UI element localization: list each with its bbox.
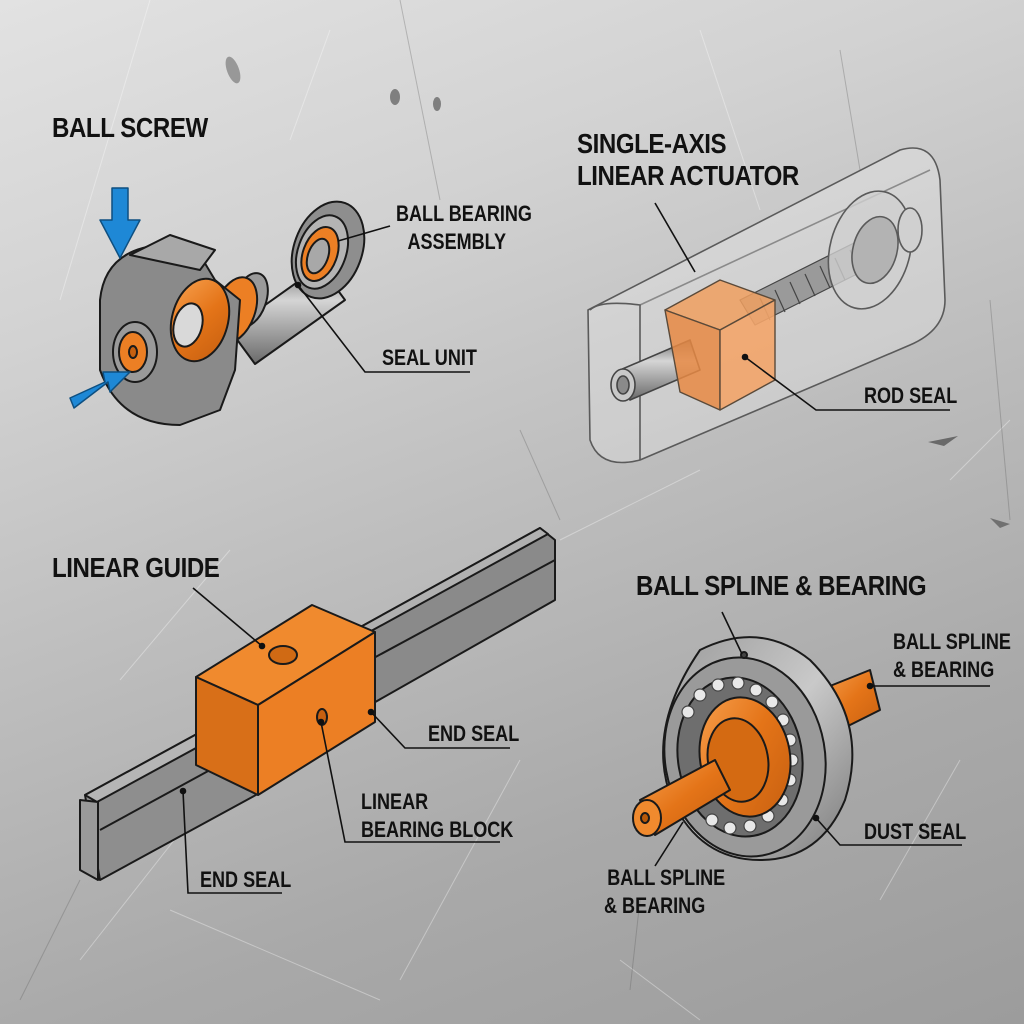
linear-guide-callout-lines: [179, 587, 510, 894]
linear-guide-illustration: [79, 527, 556, 881]
ball-spline-bottom-label: BALL SPLINE & BEARING: [604, 864, 725, 919]
linear-guide-title: LINEAR GUIDE: [52, 552, 220, 583]
linear-actuator-title: SINGLE-AXIS LINEAR ACTUATOR: [577, 128, 799, 192]
ball-spline-right-label: BALL SPLINE & BEARING: [893, 628, 1011, 683]
seal-unit-label: SEAL UNIT: [382, 345, 477, 370]
dust-seal-label: DUST SEAL: [864, 819, 967, 844]
linear-actuator-title-line-1: SINGLE-AXIS: [577, 128, 727, 159]
linear-bearing-block-label-line-2: BEARING BLOCK: [361, 816, 514, 842]
ball-spline-right-label-line-2: & BEARING: [893, 656, 995, 682]
ball-bearing-assembly-label-line-1: BALL BEARING: [396, 201, 532, 226]
end-seal-right-label: END SEAL: [428, 721, 520, 746]
linear-actuator-illustration: [587, 147, 946, 464]
ball-spline-right-label-line-1: BALL SPLINE: [893, 629, 1011, 654]
linear-actuator-title-line-2: LINEAR ACTUATOR: [577, 160, 799, 192]
ball-screw-callout-lines: [294, 225, 470, 373]
ball-spline-title: BALL SPLINE & BEARING: [636, 570, 927, 601]
actuator-callout-lines: [654, 202, 950, 411]
end-seal-left-label: END SEAL: [200, 867, 292, 892]
ball-bearing-assembly-label-line-2: ASSEMBLY: [407, 228, 507, 254]
rod-seal-label: ROD SEAL: [864, 383, 958, 408]
ball-spline-bottom-label-line-1: BALL SPLINE: [607, 865, 726, 890]
ball-spline-illustration: [632, 636, 881, 861]
ball-spline-bottom-label-line-2: & BEARING: [604, 892, 706, 918]
ball-bearing-assembly-label: BALL BEARING ASSEMBLY: [396, 200, 532, 255]
ball-spline-callout-lines: [654, 611, 990, 867]
ball-screw-title: BALL SCREW: [52, 112, 208, 143]
ball-screw-illustration: [69, 187, 366, 426]
linear-bearing-block-label-line-1: LINEAR: [361, 789, 429, 814]
linear-bearing-block-label: LINEAR BEARING BLOCK: [361, 788, 513, 843]
